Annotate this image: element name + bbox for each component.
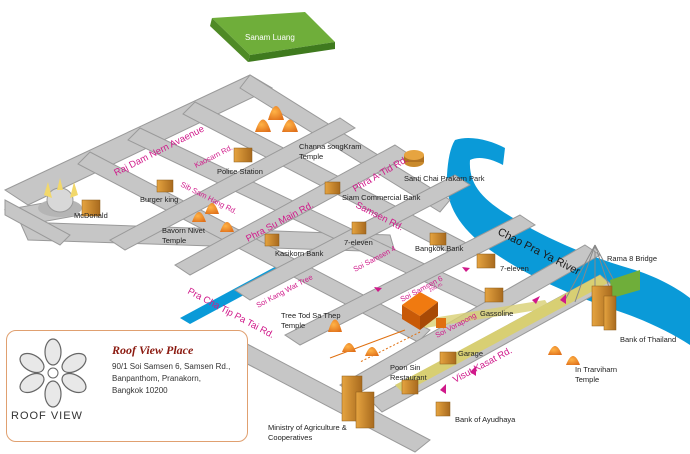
label-in-trarviharn: In Trarviharn	[575, 365, 617, 374]
label-bank-thailand: Bank of Thailand	[620, 335, 676, 344]
label-siam: Siam Commercial Bank	[342, 193, 421, 202]
bank-thailand-building-2	[603, 295, 617, 331]
democracy-monument-icon	[38, 178, 82, 217]
park-label: Sanam Luang	[245, 33, 295, 42]
temple-icon	[192, 212, 206, 222]
address-line-2: Banpanthom, Pranakorn,	[112, 374, 201, 383]
seven-eleven-2-building	[476, 253, 496, 269]
mcdonald-building	[81, 199, 101, 217]
label-rama8: Rama 8 Bridge	[607, 254, 657, 263]
bangkok-bank-building	[429, 232, 447, 246]
label-kasikorn: Kasikorn Bank	[275, 249, 324, 258]
roads	[3, 74, 613, 453]
label-in-trarviharn-2: Temple	[575, 375, 599, 384]
label-garage: Garage	[458, 349, 483, 358]
label-bavorn: Bavorn Nivet	[162, 226, 206, 235]
label-mcdonald: McDonald	[74, 211, 108, 220]
poon-sin-building	[401, 379, 419, 395]
roof-view-place-building	[329, 292, 446, 363]
buildings	[81, 147, 617, 429]
ayudhaya-building	[435, 401, 451, 417]
temple-icon	[282, 119, 298, 132]
label-channa: Channa songKram	[299, 142, 362, 151]
label-bavorn-2: Temple	[162, 236, 186, 245]
soi-vorapong-route	[420, 300, 550, 328]
label-police: Police Station	[217, 167, 263, 176]
police-building	[233, 147, 253, 163]
ministry-building-2	[355, 391, 375, 429]
label-ministry: Ministry of Agriculture &	[268, 423, 347, 432]
temple-icon	[566, 356, 580, 365]
label-seven-1: 7-eleven	[344, 238, 373, 247]
temple-icon	[548, 346, 562, 355]
temple-icon	[365, 347, 379, 356]
address-line-1: 90/1 Soi Samsen 6, Samsen Rd.,	[112, 362, 231, 371]
label-ayudhaya: Bank of Ayudhaya	[455, 415, 516, 424]
rama-8-bridge	[564, 244, 640, 310]
label-poon-sin: Poon Sin	[390, 363, 420, 372]
temple-icon	[255, 119, 271, 132]
roof-view-logo-icon	[19, 338, 87, 408]
garage-building	[439, 351, 457, 365]
temple-icon	[268, 106, 284, 120]
label-bangkok-bank: Bangkok Bank	[415, 244, 464, 253]
kasikorn-building	[264, 233, 280, 247]
place-name: Roof View Place	[112, 343, 194, 357]
seven-eleven-building	[351, 221, 367, 235]
chao-pra-ya-river	[446, 137, 690, 345]
label-gassoline: Gassoline	[480, 309, 513, 318]
label-seven-2: 7-eleven	[500, 264, 529, 273]
sanam-luang-park: Sanam Luang	[210, 12, 335, 62]
label-santi: Santi Chai Prakarn Park	[404, 174, 485, 183]
address-line-3: Bangkok 10200	[112, 386, 168, 395]
gassoline-building	[484, 287, 504, 303]
label-poon-sin-2: Restaurant	[390, 373, 428, 382]
label-ministry-2: Cooperatives	[268, 433, 312, 442]
burger-king-building	[156, 179, 174, 193]
temple-icon	[342, 343, 356, 352]
temples	[192, 106, 580, 365]
label-channa-2: Temple	[299, 152, 323, 161]
direction-arrows	[374, 267, 566, 394]
label-tree-tod: Tree Tod Sa Thep	[281, 311, 340, 320]
label-burger: Burger king	[140, 195, 178, 204]
temple-icon	[328, 319, 342, 332]
temple-icon	[205, 203, 219, 214]
santi-park-icon	[404, 150, 424, 167]
siam-bank-building	[324, 181, 341, 195]
temple-icon	[220, 222, 234, 232]
label-tree-tod-2: Temple	[281, 321, 305, 330]
logo-text: ROOF VIEW	[11, 410, 83, 422]
